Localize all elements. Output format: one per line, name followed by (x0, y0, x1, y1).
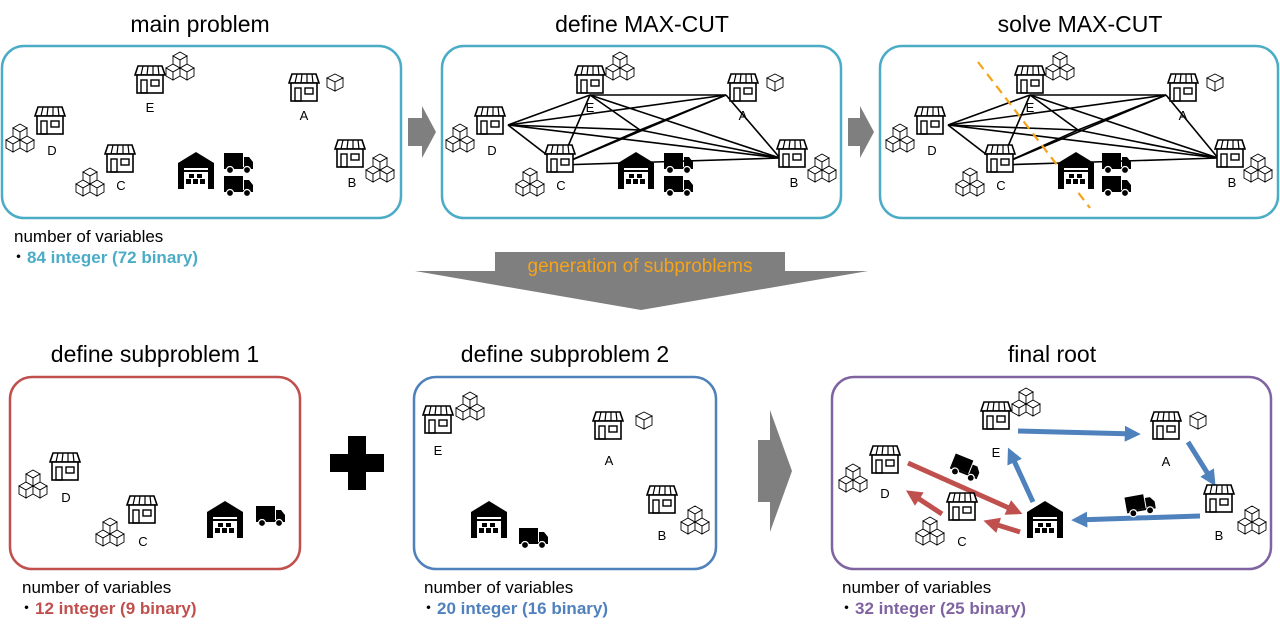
node-label-d: D (880, 486, 889, 501)
panel-title-final: final root (1008, 341, 1097, 367)
store-icon (126, 495, 158, 524)
panel-final: E A B D C (830, 375, 1273, 571)
store-icon (422, 405, 454, 434)
variables-heading-final: number of variables (842, 578, 991, 597)
node-label-c: C (957, 534, 966, 549)
panel-title-main: main problem (130, 11, 269, 37)
node-label-a: A (739, 108, 748, 123)
store-icon (134, 65, 166, 94)
plus-icon (330, 436, 384, 490)
panel-sub2: E A B (412, 375, 718, 571)
box-icon (1189, 411, 1207, 430)
store-icon (1167, 73, 1199, 102)
node-label-e: E (434, 443, 443, 458)
node-label-a: A (1179, 108, 1188, 123)
panel-title-define-cut: define MAX-CUT (555, 11, 729, 37)
store-icon (104, 144, 136, 173)
store-icon (49, 452, 81, 481)
variables-value-main: ・84 integer (72 binary) (10, 248, 198, 267)
panel-main: E A D C B (0, 44, 403, 220)
generation-label: generation of subproblems (528, 256, 753, 277)
store-icon (980, 401, 1012, 430)
box-icon (635, 411, 653, 430)
store-icon (544, 144, 576, 173)
store-icon (574, 65, 606, 94)
store-icon (1150, 411, 1182, 440)
store-icon (1214, 139, 1246, 168)
variables-value-final: ・32 integer (25 binary) (838, 599, 1026, 618)
box-icon (1206, 73, 1224, 92)
store-icon (869, 445, 901, 474)
store-icon (288, 73, 320, 102)
variables-value-sub1: ・12 integer (9 binary) (18, 599, 197, 618)
route-e-to-a (1017, 425, 1141, 442)
arrow-icon (408, 106, 436, 158)
store-icon (334, 139, 366, 168)
store-icon (474, 106, 506, 135)
variables-heading-sub2: number of variables (424, 578, 573, 597)
route-depot-to-c (983, 517, 1021, 535)
node-label-d: D (61, 490, 70, 505)
node-label-c: C (116, 178, 125, 193)
node-label-a: A (605, 453, 614, 468)
arrow-icon (758, 410, 792, 532)
node-label-c: C (556, 178, 565, 193)
variables-value-sub2: ・20 integer (16 binary) (420, 599, 608, 618)
route-arrows (905, 425, 1216, 535)
store-icon (727, 73, 759, 102)
node-label-e: E (146, 100, 155, 115)
store-icon (646, 485, 678, 514)
node-label-b: B (1228, 175, 1237, 190)
panel-title-solve-cut: solve MAX-CUT (998, 11, 1163, 37)
node-label-d: D (927, 143, 936, 158)
node-label-a: A (300, 108, 309, 123)
node-label-d: D (47, 143, 56, 158)
box-icon (766, 73, 784, 92)
arrow-icon (848, 106, 874, 158)
node-label-e: E (586, 100, 595, 115)
node-label-c: C (138, 534, 147, 549)
node-label-a: A (1162, 454, 1171, 469)
panel-title-sub1: define subproblem 1 (51, 341, 259, 367)
route-depot-to-e (1007, 447, 1036, 504)
panel-sub1: D C (8, 375, 302, 571)
node-label-c: C (996, 178, 1005, 193)
node-label-d: D (487, 143, 496, 158)
node-label-e: E (1026, 100, 1035, 115)
node-label-b: B (790, 175, 799, 190)
node-label-b: B (348, 175, 357, 190)
store-icon (776, 139, 808, 168)
route-a-to-b (1185, 440, 1216, 487)
store-icon (914, 106, 946, 135)
variables-heading-main: number of variables (14, 227, 163, 246)
route-b-to-depot (1071, 511, 1201, 528)
panel-define-cut: E A D C B (440, 44, 843, 220)
store-icon (1014, 65, 1046, 94)
generation-arrow-icon (415, 271, 868, 310)
store-icon (592, 411, 624, 440)
box-icon (326, 73, 344, 92)
panel-title-sub2: define subproblem 2 (461, 341, 669, 367)
store-icon (984, 144, 1016, 173)
node-label-b: B (658, 528, 667, 543)
panel-solve-cut: E A D C B (878, 44, 1280, 220)
route-d-to-depot (906, 460, 1023, 515)
store-icon (946, 492, 978, 521)
node-label-e: E (992, 445, 1001, 460)
variables-heading-sub1: number of variables (22, 578, 171, 597)
store-icon (1203, 484, 1235, 513)
node-label-b: B (1215, 528, 1224, 543)
route-c-to-d (905, 490, 944, 517)
store-icon (34, 106, 66, 135)
generation-label-bg (495, 252, 785, 278)
